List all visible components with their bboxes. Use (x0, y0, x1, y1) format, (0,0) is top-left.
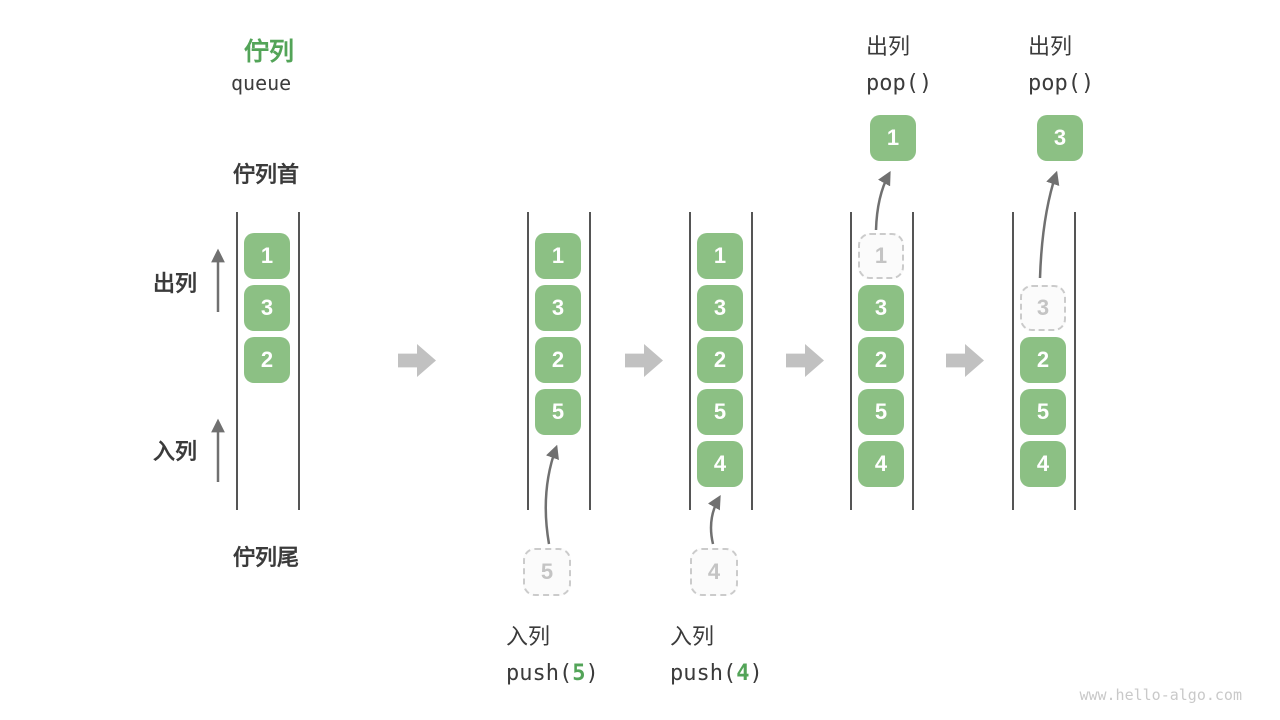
push-4-code: push(4) (670, 661, 763, 686)
queue-slot: 2 (858, 337, 904, 383)
queue-wall-line (298, 212, 300, 510)
pop-1-code: pop() (866, 71, 933, 96)
popped-value-box: 1 (870, 115, 916, 161)
popped-value-box: 3 (1037, 115, 1083, 161)
pop-3-code: pop() (1028, 71, 1095, 96)
queue-slot: 5 (1020, 389, 1066, 435)
pop-3-caption: 出列 pop() (1028, 28, 1094, 102)
queue-slot: 3 (697, 285, 743, 331)
queue-slot: 3 (858, 285, 904, 331)
pop-3-arrow-icon (1038, 170, 1060, 279)
queue-slot: 1 (697, 233, 743, 279)
pop-1-caption: 出列 pop() (866, 28, 932, 102)
staged-push-value: 4 (690, 548, 738, 596)
staged-push-value: 5 (523, 548, 571, 596)
push-5-label: 入列 (506, 624, 551, 649)
push-5-arg: 5 (572, 661, 586, 686)
queue-wall-line (589, 212, 591, 510)
queue-slot: 2 (1020, 337, 1066, 383)
queue-wall-line (236, 212, 238, 510)
dequeue-side-label: 出列 (153, 271, 198, 296)
enqueue-side-label: 入列 (153, 439, 198, 464)
queue-wall-line (1074, 212, 1076, 510)
diagram-title-en: queue (231, 71, 292, 95)
queue-slot: 5 (535, 389, 581, 435)
queue-slot-dashed: 1 (858, 233, 904, 279)
push-4-caption: 入列 push(4) (670, 618, 763, 692)
queue-slot-dashed: 3 (1020, 285, 1066, 331)
push-5-code: push(5) (506, 661, 599, 686)
queue-front-label: 佇列首 (233, 162, 300, 187)
push-4-arg: 4 (736, 661, 750, 686)
queue-slot: 1 (244, 233, 290, 279)
queue-rear-label: 佇列尾 (233, 545, 300, 570)
queue-slot: 2 (244, 337, 290, 383)
queue-slot: 5 (697, 389, 743, 435)
flow-arrow-icon (786, 344, 824, 377)
flow-arrow-icon (946, 344, 984, 377)
push-4-arrow-icon (707, 495, 721, 545)
pop-1-arrow-icon (874, 170, 891, 231)
queue-wall-line (850, 212, 852, 510)
queue-slot: 4 (697, 441, 743, 487)
queue-wall-line (527, 212, 529, 510)
flow-arrow-icon (625, 344, 663, 377)
push-5-caption: 入列 push(5) (506, 618, 599, 692)
push-4-label: 入列 (670, 624, 715, 649)
queue-slot: 4 (858, 441, 904, 487)
diagram-title-zh: 佇列 (244, 38, 295, 66)
queue-slot: 5 (858, 389, 904, 435)
pop-3-label: 出列 (1028, 34, 1073, 59)
queue-slot: 3 (244, 285, 290, 331)
pop-1-label: 出列 (866, 34, 911, 59)
watermark: www.hello-algo.com (1079, 686, 1242, 704)
queue-wall-line (751, 212, 753, 510)
queue-wall-line (689, 212, 691, 510)
queue-slot: 4 (1020, 441, 1066, 487)
push-5-arrow-icon (544, 444, 559, 545)
queue-slot: 2 (697, 337, 743, 383)
queue-slot: 3 (535, 285, 581, 331)
queue-slot: 2 (535, 337, 581, 383)
flow-arrow-icon (398, 344, 436, 377)
queue-wall-line (912, 212, 914, 510)
queue-wall-line (1012, 212, 1014, 510)
queue-slot: 1 (535, 233, 581, 279)
